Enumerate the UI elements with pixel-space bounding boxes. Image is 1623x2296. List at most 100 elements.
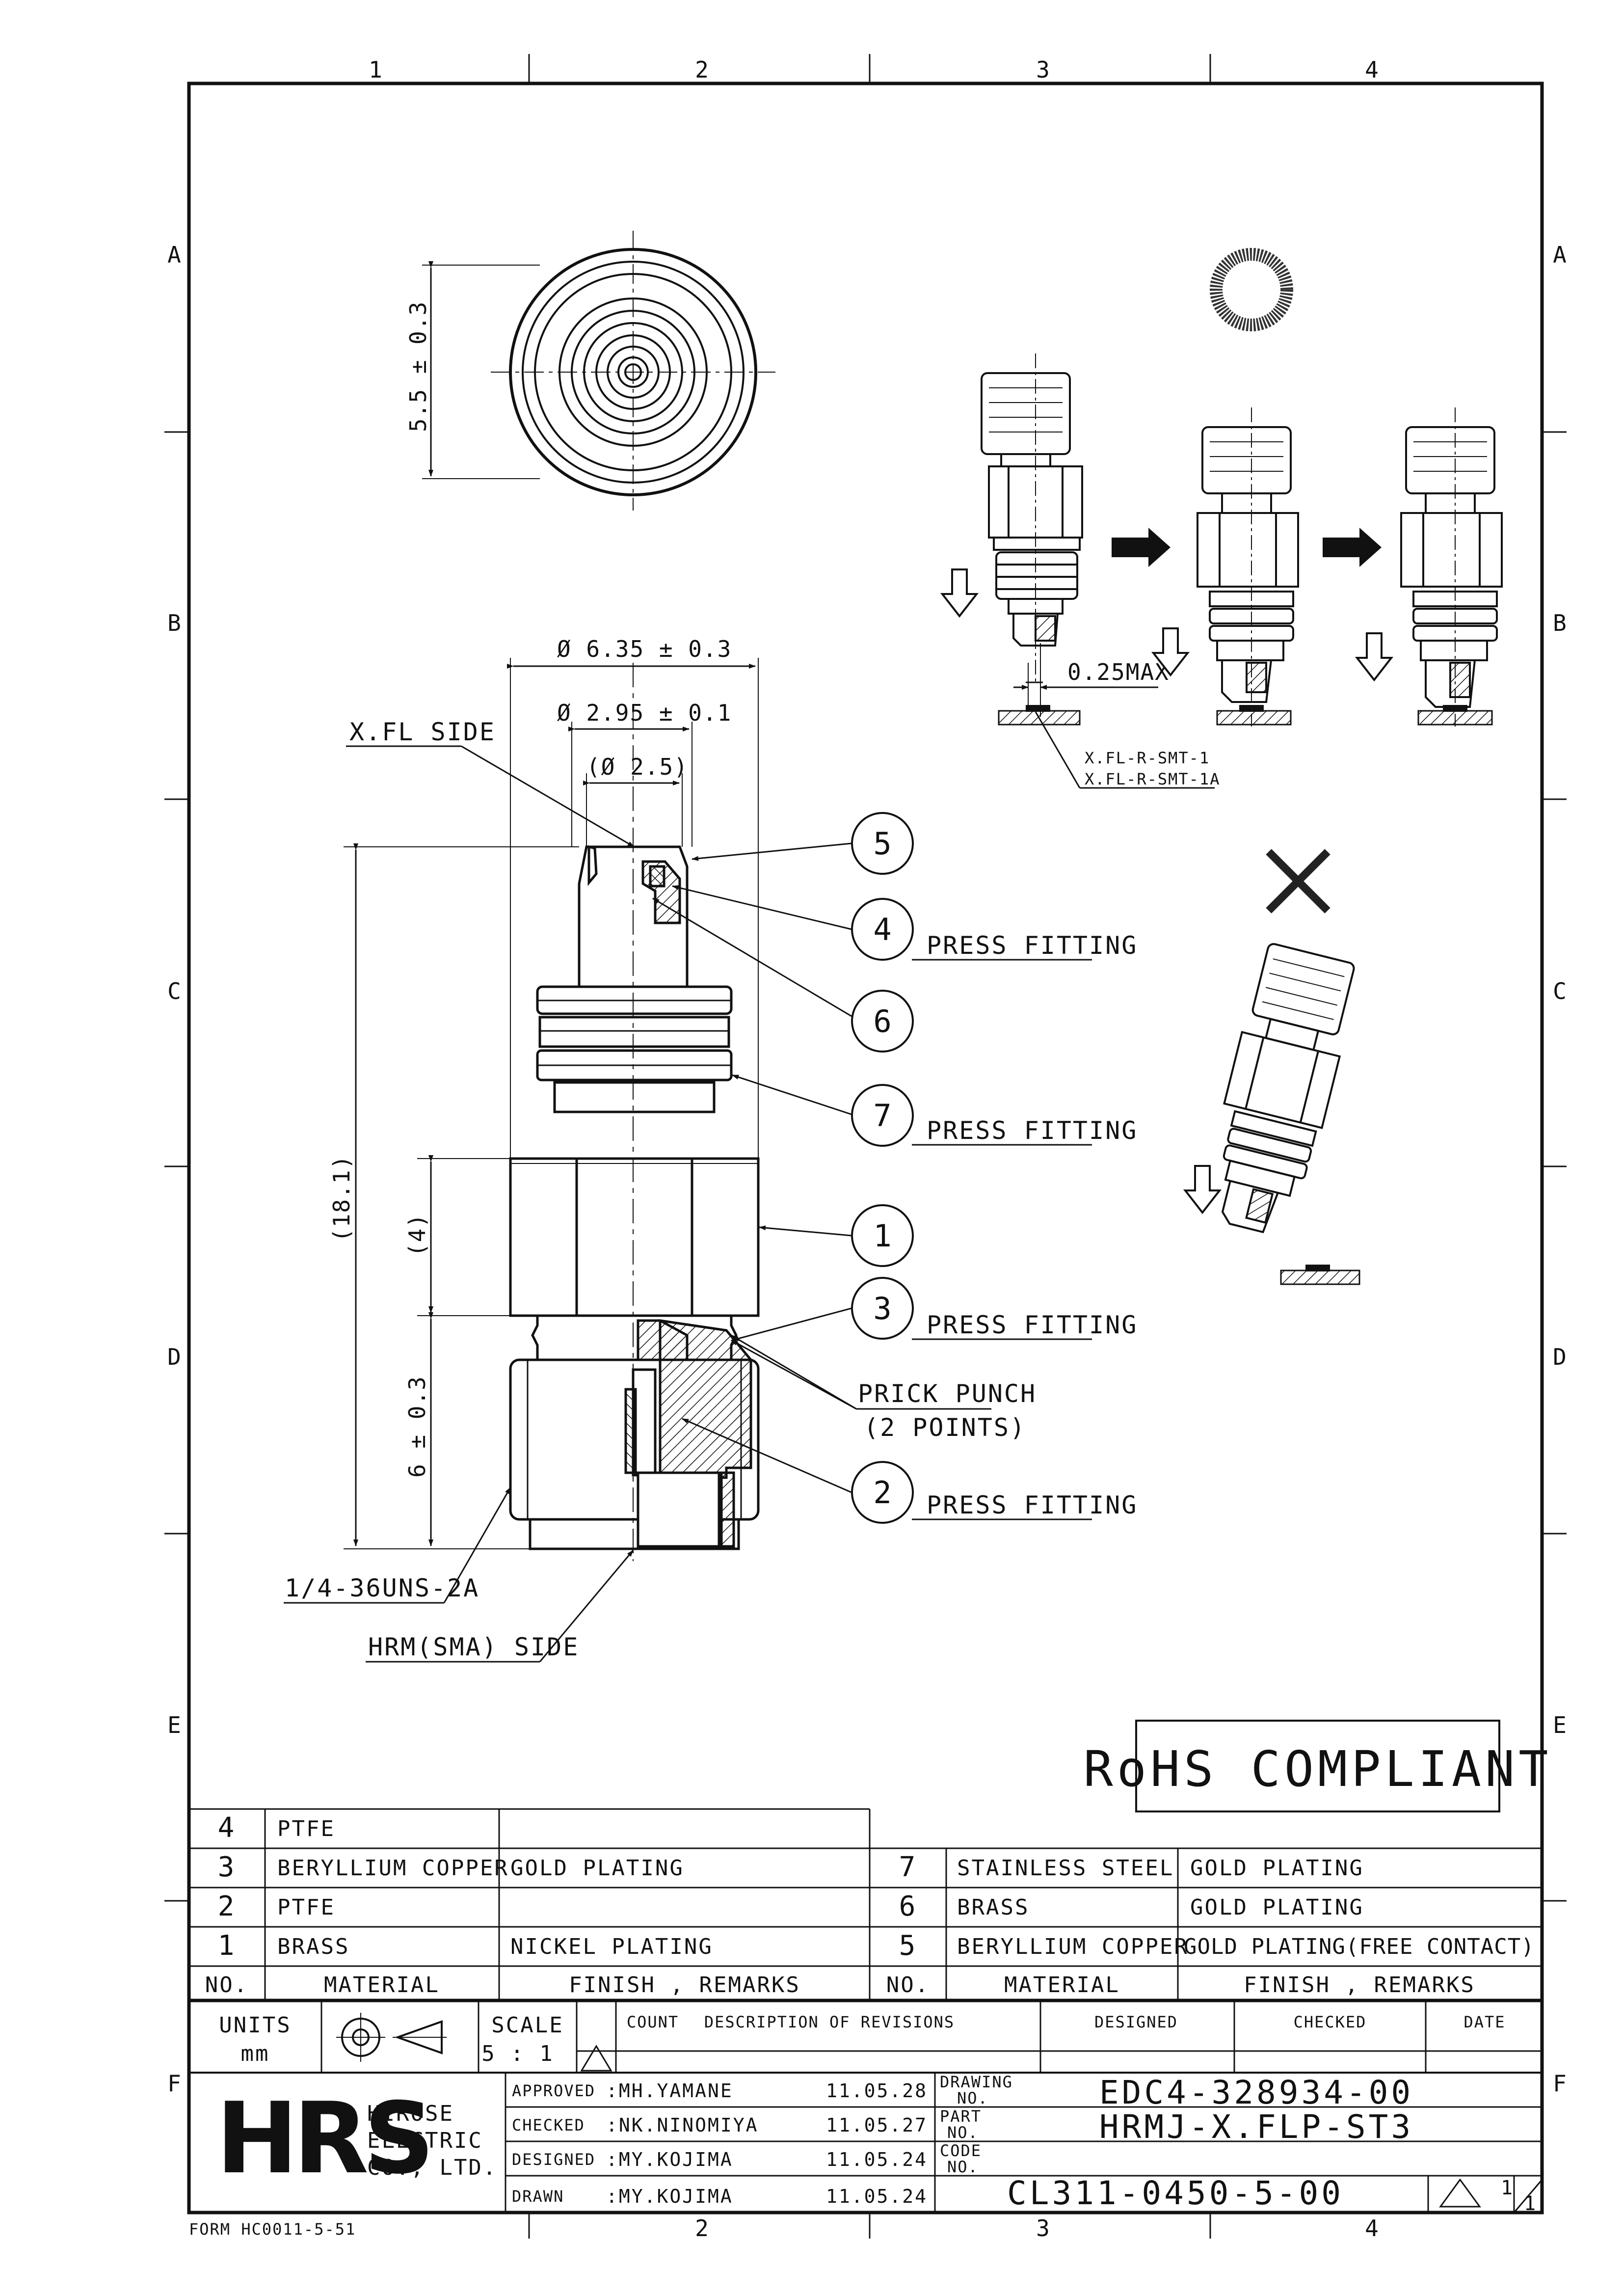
label-prick-punch: PRICK PUNCH bbox=[858, 1379, 1037, 1408]
approval-role: APPROVED bbox=[512, 2081, 595, 2100]
approval-date: 11.05.24 bbox=[826, 2149, 928, 2170]
part-material-cell: PTFE bbox=[277, 1895, 335, 1920]
balloon-3-number: 3 bbox=[873, 1291, 891, 1326]
approval-row-designed: DESIGNED :MY.KOJIMA 11.05.24 bbox=[512, 2149, 928, 2170]
part-material-cell: BRASS bbox=[277, 1934, 349, 1959]
ng-cross-symbol bbox=[1266, 849, 1330, 914]
balloon-3-note: PRESS FITTING bbox=[927, 1311, 1138, 1339]
approval-date: 11.05.27 bbox=[826, 2114, 928, 2136]
section-view-drawing bbox=[509, 663, 760, 1561]
label-thread-spec: 1/4-36UNS-2A bbox=[285, 1574, 479, 1602]
approval-row-drawn: DRAWN :MY.KOJIMA 11.05.24 bbox=[512, 2186, 928, 2207]
push-down-arrow-2 bbox=[1151, 627, 1190, 677]
approval-date: 11.05.28 bbox=[826, 2080, 928, 2102]
zone-col-4-bottom: 4 bbox=[1365, 2215, 1379, 2242]
zone-row-c-left: C bbox=[167, 978, 181, 1004]
rohs-compliant-label: RoHS COMPLIANT bbox=[1084, 1740, 1552, 1798]
push-down-arrow-3 bbox=[1355, 632, 1394, 682]
receptacle-board-2 bbox=[1216, 705, 1292, 726]
zone-row-labels: A B C D E F A B C D E F bbox=[167, 242, 1567, 2097]
drawing-no-label-2: NO. bbox=[957, 2089, 988, 2107]
angled-connector bbox=[1221, 943, 1355, 1234]
units-value: mm bbox=[241, 2041, 270, 2066]
zone-row-f-left: F bbox=[167, 2070, 181, 2097]
label-xfl-side: X.FL SIDE bbox=[349, 718, 496, 746]
approval-row-approved: APPROVED :MH.YAMANE 11.05.28 bbox=[512, 2080, 928, 2102]
approval-role: CHECKED bbox=[512, 2116, 585, 2134]
part-no-value: HRMJ-X.FLP-ST3 bbox=[1099, 2108, 1413, 2146]
part-material-cell: BERYLLIUM COPPER bbox=[957, 1934, 1189, 1959]
part-no-label-2: NO. bbox=[947, 2123, 979, 2142]
company-name-line-2: ELECTRIC bbox=[367, 2128, 483, 2153]
top-view-drawing bbox=[422, 231, 775, 511]
label-prick-punch-points: (2 POINTS) bbox=[864, 1413, 1026, 1442]
scale-cell: SCALE 5 : 1 bbox=[481, 2013, 563, 2066]
scale-value: 5 : 1 bbox=[481, 2041, 554, 2066]
parts-row-5: 5 BERYLLIUM COPPER GOLD PLATING(FREE CON… bbox=[899, 1930, 1534, 1962]
zone-row-b-right: B bbox=[1553, 610, 1567, 636]
prick-punch-leader bbox=[731, 1334, 991, 1410]
approval-rows: APPROVED :MH.YAMANE 11.05.28 CHECKED :NK… bbox=[512, 2080, 928, 2207]
balloon-2-number: 2 bbox=[873, 1475, 891, 1511]
balloon-4-number: 4 bbox=[873, 912, 891, 947]
drawing-number-cell: DRAWING NO. EDC4-328934-00 bbox=[940, 2073, 1410, 2111]
ok-symbol bbox=[1210, 248, 1293, 331]
balloon-7: 7 PRESS FITTING bbox=[851, 1084, 1138, 1147]
label-receptacle-1: X.FL-R-SMT-1 bbox=[1085, 749, 1210, 767]
approval-name: :MH.YAMANE bbox=[606, 2080, 733, 2102]
zone-col-3-bottom: 3 bbox=[1036, 2215, 1050, 2242]
label-receptacle-1a: X.FL-R-SMT-1A bbox=[1085, 770, 1220, 788]
part-finish-cell: NICKEL PLATING bbox=[510, 1934, 713, 1959]
company-logo: HRS bbox=[216, 2081, 429, 2196]
zone-row-b-left: B bbox=[167, 610, 181, 636]
code-no-label: CODE bbox=[940, 2141, 982, 2160]
part-finish-cell: GOLD PLATING bbox=[510, 1856, 684, 1881]
zone-row-d-left: D bbox=[167, 1344, 181, 1370]
rev-description-header: DESCRIPTION OF REVISIONS bbox=[704, 2013, 955, 2031]
balloon-1-number: 1 bbox=[873, 1218, 891, 1254]
parts-row-7: 7 STAINLESS STEEL GOLD PLATING bbox=[899, 1851, 1364, 1883]
rohs-box: RoHS COMPLIANT bbox=[1084, 1720, 1552, 1812]
part-no-cell: 3 bbox=[218, 1851, 236, 1883]
scale-label: SCALE bbox=[491, 2013, 563, 2038]
section-dimensions bbox=[344, 658, 759, 1549]
part-no-cell: 2 bbox=[218, 1891, 236, 1922]
balloon-3: 3 PRESS FITTING bbox=[851, 1277, 1138, 1340]
approval-date: 11.05.24 bbox=[826, 2186, 928, 2207]
revision-headers: COUNT DESCRIPTION OF REVISIONS DESIGNED … bbox=[627, 2013, 1505, 2031]
approval-name: :NK.NINOMIYA bbox=[606, 2114, 759, 2136]
approval-name: :MY.KOJIMA bbox=[606, 2149, 733, 2170]
part-no-cell: 1 bbox=[218, 1930, 236, 1962]
company-name-line-3: CO., LTD. bbox=[367, 2155, 497, 2180]
top-view-height-dimension: 5.5 ± 0.3 bbox=[405, 301, 431, 432]
header-material: MATERIAL bbox=[1004, 1972, 1120, 1998]
zone-row-f-right: F bbox=[1553, 2070, 1567, 2097]
rev-date-header: DATE bbox=[1463, 2013, 1505, 2031]
zone-col-2-top: 2 bbox=[695, 56, 709, 83]
rev-designed-header: DESIGNED bbox=[1094, 2013, 1178, 2031]
sequence-arrow-1 bbox=[1112, 528, 1171, 567]
sheet-revision-triangle-icon bbox=[1439, 2178, 1481, 2208]
dim-thread-length: 6 ± 0.3 bbox=[404, 1376, 430, 1478]
sheet-current: 1 bbox=[1501, 2177, 1514, 2199]
side-label-leaders bbox=[284, 745, 635, 1663]
receptacle-board-1 bbox=[998, 705, 1081, 726]
parts-row-6: 6 BRASS GOLD PLATING bbox=[899, 1891, 1362, 1922]
header-finish: FINISH , REMARKS bbox=[569, 1972, 800, 1998]
receptacle-leader bbox=[1035, 711, 1215, 789]
dim-total-length: (18.1) bbox=[328, 1155, 355, 1242]
part-finish-cell: GOLD PLATING bbox=[1190, 1856, 1364, 1881]
code-number-cell: CODE NO. CL311-0450-5-00 bbox=[940, 2141, 1341, 2212]
zone-row-c-right: C bbox=[1553, 978, 1567, 1004]
balloon-7-note: PRESS FITTING bbox=[927, 1116, 1138, 1145]
part-number-cell: PART NO. HRMJ-X.FLP-ST3 bbox=[940, 2107, 1413, 2146]
part-no-cell: 7 bbox=[899, 1851, 917, 1883]
balloon-2: 2 PRESS FITTING bbox=[851, 1461, 1136, 1524]
zone-col-1-top: 1 bbox=[369, 56, 382, 83]
parts-header-right: NO. MATERIAL FINISH , REMARKS bbox=[886, 1972, 1474, 1998]
dim-inner-diameter: Ø 2.95 ± 0.1 bbox=[557, 700, 732, 726]
balloon-1: 1 bbox=[851, 1204, 914, 1267]
part-no-cell: 5 bbox=[899, 1930, 917, 1962]
receptacle-board-3 bbox=[1417, 705, 1493, 726]
